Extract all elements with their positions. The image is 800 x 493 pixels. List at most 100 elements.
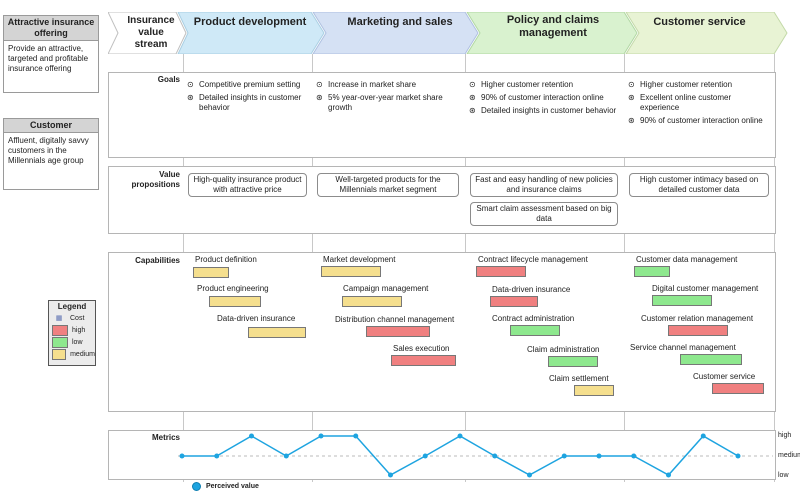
capability-bar [366, 326, 430, 337]
value-proposition: Smart claim assessment based on big data [470, 202, 618, 226]
data-point-12 [561, 453, 567, 459]
capability-label: Product engineering [197, 284, 269, 293]
goal-item: ⊙Higher customer retention [469, 80, 574, 89]
capability-bar [680, 354, 742, 365]
value-proposition: High customer intimacy based on detailed… [629, 173, 769, 197]
capability-label: Distribution channel management [335, 315, 455, 324]
metrics-chart [178, 433, 773, 478]
value-proposition: Fast and easy handling of new policies a… [470, 173, 618, 197]
data-point-7 [388, 472, 393, 478]
data-point-3 [249, 433, 254, 439]
capability-bar [668, 325, 728, 336]
capabilities-row [108, 252, 776, 412]
data-point-2 [214, 453, 220, 459]
stage-chevron-4 [625, 12, 788, 54]
goal-item: ⊙Increase in market share [316, 80, 417, 89]
capability-label: Customer service [693, 372, 756, 381]
capability-label: Contract administration [492, 314, 575, 323]
row-label-value-propositions: Value propositions [131, 170, 180, 189]
goal-item: ⊛90% of customer interaction online [628, 116, 763, 125]
data-point-16 [700, 433, 706, 439]
target-icon: ⊙ [469, 80, 476, 89]
value-stream-header [108, 12, 788, 54]
capability-label: Digital customer management [652, 284, 759, 293]
y-tick-high: high [778, 432, 792, 439]
stage-chevron-3 [466, 12, 638, 54]
dart-icon: ⊛ [628, 93, 635, 102]
data-point-4 [283, 453, 289, 459]
data-point-13 [596, 453, 602, 459]
data-point-1 [179, 453, 185, 459]
data-point-5 [318, 433, 324, 439]
capability-bar [634, 266, 670, 277]
capability-bar [321, 266, 381, 277]
legend-subtitle: Cost [70, 314, 85, 322]
cost-icon: ▦ [55, 315, 63, 322]
legend-item: medium [49, 348, 95, 360]
side-card-title: Customer [4, 119, 98, 133]
capability-bar [342, 296, 402, 307]
capability-label: Claim administration [527, 345, 600, 354]
stage-title-product-development: Product development [193, 15, 307, 28]
legend-swatch-low [52, 336, 68, 348]
data-point-14 [631, 453, 637, 459]
data-point-17 [735, 453, 741, 459]
dart-icon: ⊛ [316, 93, 323, 102]
goals-col-1: ⊙Competitive premium setting ⊛Detailed i… [187, 80, 305, 113]
goal-item: ⊛5% year-over-year market share growth [316, 93, 443, 112]
capability-label: Data-driven insurance [492, 285, 571, 294]
stage-title-customer-service: Customer service [653, 15, 746, 28]
data-point-8 [422, 453, 428, 459]
legend-item: high [49, 324, 95, 336]
goal-item: ⊛Detailed insights in customer behavior [469, 106, 617, 115]
value-proposition: Well-targeted products for the Millennia… [317, 173, 459, 197]
series-name: Perceived value [206, 482, 259, 490]
data-point-6 [353, 433, 359, 439]
capability-bar [548, 356, 598, 367]
capability-bar [490, 296, 538, 307]
capability-label: Customer relation management [641, 314, 754, 323]
capability-bar [193, 267, 229, 278]
legend-title: Legend [57, 302, 87, 311]
goals-col-4: ⊙Higher customer retention ⊛Excellent on… [628, 80, 770, 126]
y-tick-low: low [778, 472, 789, 479]
capability-label: Service channel management [630, 343, 736, 352]
dart-icon: ⊛ [187, 93, 194, 102]
capability-label: Customer data management [636, 255, 738, 264]
capability-label: Campaign management [343, 284, 429, 293]
goal-item: ⊛90% of customer interaction online [469, 93, 604, 102]
goals-row [108, 72, 776, 158]
row-label-metrics: Metrics [151, 433, 180, 442]
target-icon: ⊙ [187, 80, 194, 89]
legend-swatch-high [52, 324, 68, 336]
capability-bar [209, 296, 261, 307]
value-proposition: High-quality insurance product with attr… [188, 173, 307, 197]
stage-title-marketing-and-sales: Marketing and sales [347, 15, 453, 28]
stage-chevron-2 [312, 12, 479, 54]
capability-label: Data-driven insurance [217, 314, 296, 323]
stage-chevron-1 [177, 12, 325, 54]
dart-icon: ⊛ [469, 106, 476, 115]
side-card-customer: Customer Affluent, digitally savvy custo… [3, 118, 99, 190]
stage-title-policy-and-claims: Policy and claims management [506, 14, 600, 39]
goal-item: ⊙Competitive premium setting [187, 80, 301, 89]
capability-bar [391, 355, 456, 366]
legend-swatch-medium [52, 348, 67, 360]
side-card-offering: Attractive insurance offering Provide an… [3, 15, 99, 93]
capability-label: Claim settlement [549, 374, 609, 383]
capability-bar [248, 327, 306, 338]
goal-item: ⊛Excellent online customer experience [628, 93, 732, 112]
stream-label-chevron [108, 12, 187, 54]
data-point-9 [457, 433, 463, 439]
target-icon: ⊙ [628, 80, 635, 89]
target-icon: ⊙ [316, 80, 323, 89]
goal-item: ⊛Detailed insights in customer behavior [187, 93, 302, 112]
capability-label: Contract lifecycle management [478, 255, 588, 264]
series-marker [192, 481, 201, 491]
data-point-10 [492, 453, 498, 459]
row-label-goals: Goals [157, 75, 180, 84]
capability-bar [712, 383, 764, 394]
stream-label: Insurance value stream [127, 15, 175, 50]
side-card-text: Affluent, digitally savvy customers in t… [8, 136, 89, 165]
goal-item: ⊙Higher customer retention [628, 80, 733, 89]
